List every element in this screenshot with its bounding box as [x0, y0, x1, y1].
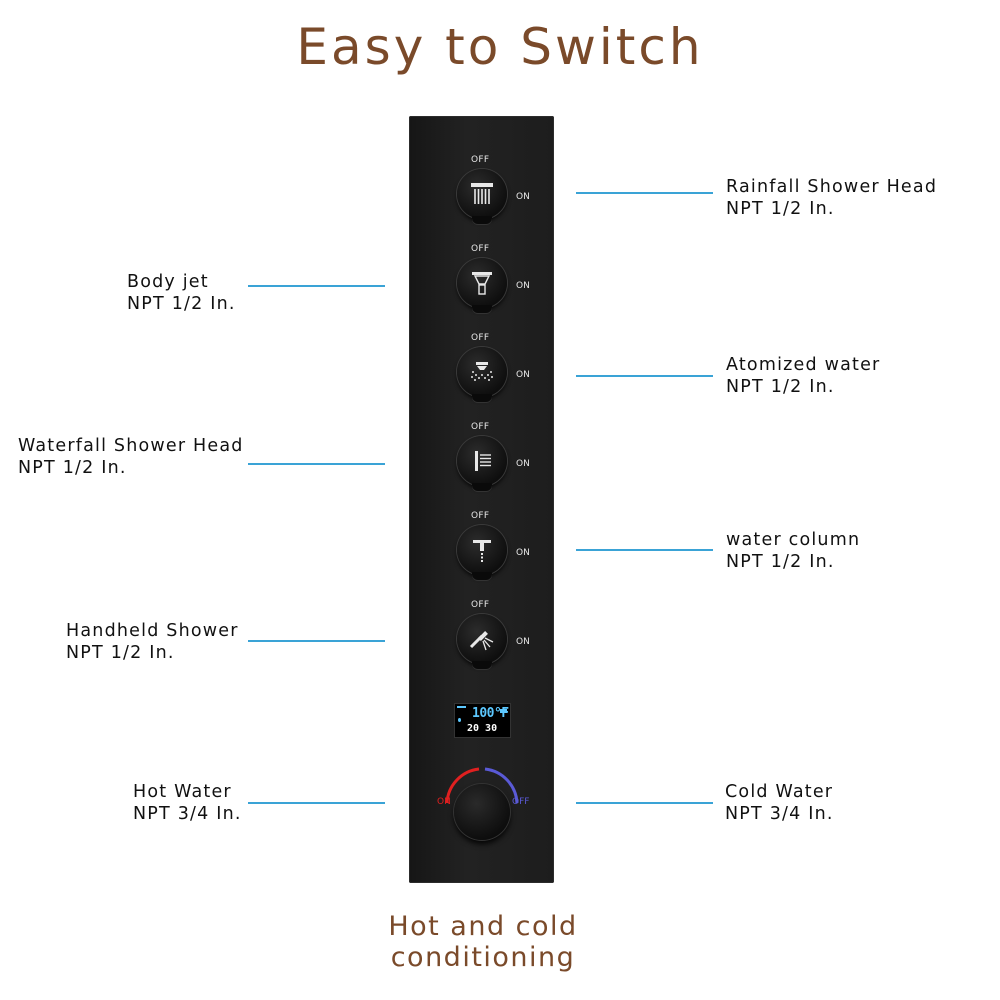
label-waterfall-name: Waterfall Shower Head [18, 436, 244, 456]
body-jet-icon [472, 272, 492, 295]
mixer-off-label: OFF [512, 797, 530, 807]
label-hot-water: Hot Water NPT 3/4 In. [133, 781, 242, 825]
knob-off-label: OFF [471, 600, 490, 610]
leader-water-column [576, 549, 713, 551]
label-atomized-name: Atomized water [726, 355, 881, 375]
knob-base [472, 572, 492, 580]
caption-line-1: Hot and cold [388, 911, 578, 942]
shower-control-panel: OFF ON OFF ON OFF [409, 116, 554, 883]
handheld-knob[interactable] [457, 614, 507, 664]
knob-on-label: ON [516, 548, 530, 558]
leader-atomized [576, 375, 713, 377]
label-rainfall: Rainfall Shower Head NPT 1/2 In. [726, 176, 937, 220]
label-handheld-spec: NPT 1/2 In. [66, 643, 175, 663]
rainfall-shower-icon [471, 183, 493, 204]
display-time: 20 30 [467, 723, 498, 734]
label-cold-water-name: Cold Water [725, 782, 834, 802]
knob-off-label: OFF [471, 155, 490, 165]
leader-rainfall [576, 192, 713, 194]
leader-body-jet [248, 285, 385, 287]
leader-handheld [248, 640, 385, 642]
label-water-column-spec: NPT 1/2 In. [726, 552, 835, 572]
diverter-knob-body-jet: OFF ON [409, 244, 554, 329]
handheld-shower-icon [469, 631, 494, 651]
label-atomized: Atomized water NPT 1/2 In. [726, 354, 880, 398]
label-body-jet-name: Body jet [127, 272, 209, 292]
display-temperature: 100°F [472, 706, 509, 721]
leader-cold-water [576, 802, 713, 804]
label-water-column: water column NPT 1/2 In. [726, 529, 860, 573]
knob-on-label: ON [516, 637, 530, 647]
label-waterfall: Waterfall Shower Head NPT 1/2 In. [18, 435, 244, 479]
label-hot-water-spec: NPT 3/4 In. [133, 804, 242, 824]
atomized-knob[interactable] [457, 347, 507, 397]
label-rainfall-spec: NPT 1/2 In. [726, 199, 835, 219]
knob-off-label: OFF [471, 422, 490, 432]
leader-waterfall [248, 463, 385, 465]
mixer-on-label: ON [437, 797, 451, 807]
battery-icon [500, 709, 507, 713]
label-hot-water-name: Hot Water [133, 782, 232, 802]
knob-base [472, 661, 492, 669]
label-body-jet-spec: NPT 1/2 In. [127, 294, 236, 314]
display-indicator-icon [457, 706, 466, 708]
label-body-jet: Body jet NPT 1/2 In. [127, 271, 236, 315]
diverter-knob-waterfall: OFF ON [409, 422, 554, 507]
knob-base [472, 394, 492, 402]
knob-base [472, 305, 492, 313]
knob-off-label: OFF [471, 333, 490, 343]
waterfall-shower-icon [475, 451, 491, 471]
diverter-knob-handheld: OFF ON [409, 600, 554, 685]
knob-off-label: OFF [471, 511, 490, 521]
leader-hot-water [248, 802, 385, 804]
hot-cold-arc-icon [445, 767, 519, 804]
water-column-icon [473, 540, 491, 562]
label-cold-water: Cold Water NPT 3/4 In. [725, 781, 834, 825]
water-drop-icon [458, 718, 461, 722]
knob-on-label: ON [516, 370, 530, 380]
label-atomized-spec: NPT 1/2 In. [726, 377, 835, 397]
label-handheld: Handheld Shower NPT 1/2 In. [66, 620, 239, 664]
diverter-knob-water-column: OFF ON [409, 511, 554, 596]
diverter-knob-rainfall: OFF ON [409, 155, 554, 240]
rainfall-knob[interactable] [457, 169, 507, 219]
diverter-knob-atomized: OFF ON [409, 333, 554, 418]
water-column-knob[interactable] [457, 525, 507, 575]
knob-base [472, 216, 492, 224]
label-handheld-name: Handheld Shower [66, 621, 239, 641]
atomized-water-icon [471, 362, 493, 381]
label-water-column-name: water column [726, 530, 861, 550]
label-rainfall-name: Rainfall Shower Head [726, 177, 938, 197]
knob-on-label: ON [516, 192, 530, 202]
label-waterfall-spec: NPT 1/2 In. [18, 458, 127, 478]
body-jet-knob[interactable] [457, 258, 507, 308]
knob-off-label: OFF [471, 244, 490, 254]
knob-on-label: ON [516, 459, 530, 469]
page-title: Easy to Switch [296, 18, 704, 76]
temperature-display: 100°F 20 30 [454, 703, 511, 738]
label-cold-water-spec: NPT 3/4 In. [725, 804, 834, 824]
waterfall-knob[interactable] [457, 436, 507, 486]
knob-on-label: ON [516, 281, 530, 291]
caption-line-2: conditioning [390, 942, 576, 973]
temperature-mixer-knob[interactable] [454, 784, 510, 840]
knob-base [472, 483, 492, 491]
